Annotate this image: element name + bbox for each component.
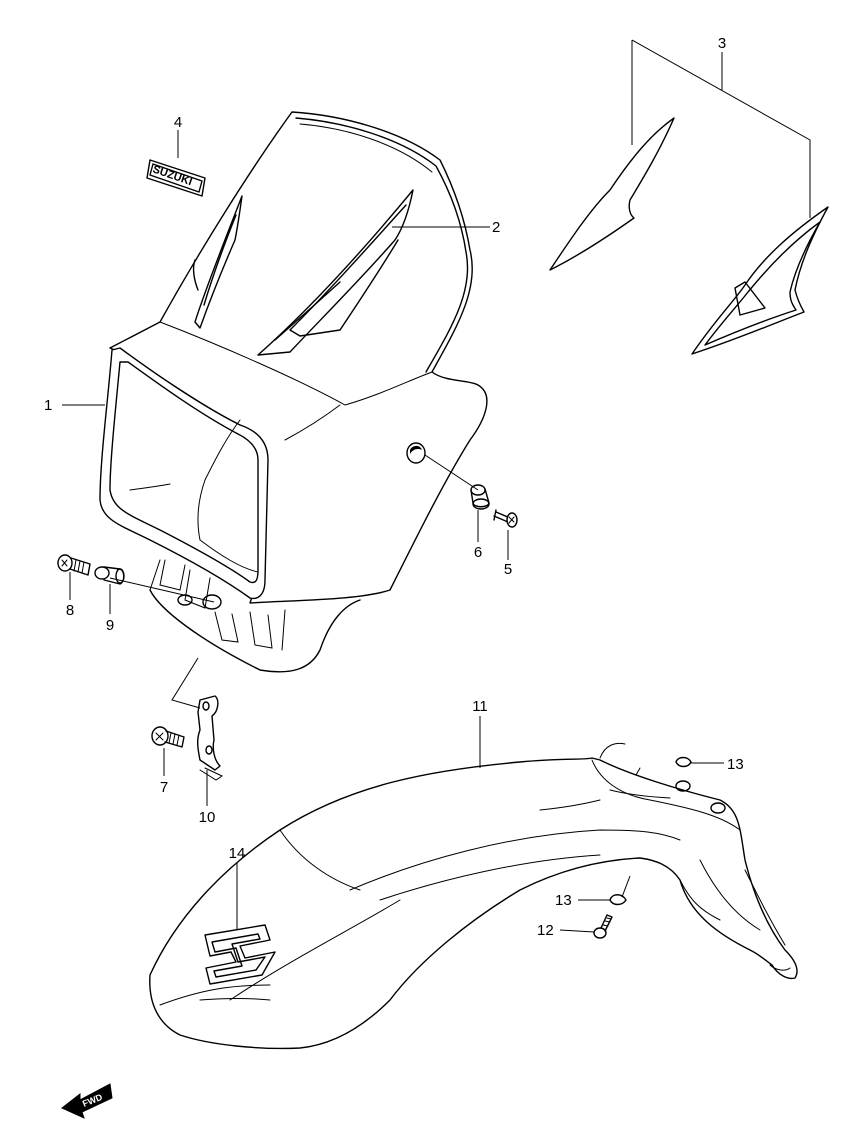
callout-13-lower: 13 xyxy=(555,892,572,909)
bolt-5 xyxy=(493,509,518,528)
callout-2: 2 xyxy=(492,219,500,236)
collar-9 xyxy=(94,566,125,585)
front-fender xyxy=(149,742,798,1050)
suzuki-emblem: SUZUKI xyxy=(146,159,206,197)
callout-5: 5 xyxy=(504,561,512,578)
callout-4: 4 xyxy=(174,114,182,131)
callout-14: 14 xyxy=(229,845,246,862)
callout-9: 9 xyxy=(106,617,114,634)
bolt-7 xyxy=(151,726,185,748)
nut-13-lower xyxy=(609,894,627,906)
callout-12: 12 xyxy=(537,922,554,939)
bracket-10 xyxy=(197,695,224,781)
callout-8: 8 xyxy=(66,602,74,619)
side-decal-set xyxy=(549,117,829,355)
callout-1: 1 xyxy=(44,397,52,414)
screw-12 xyxy=(593,914,613,939)
fwd-arrow-icon: FWD xyxy=(61,1083,113,1119)
callout-labels: 3 4 2 1 6 5 8 9 7 10 11 13 13 12 14 xyxy=(44,35,744,939)
nut-13-upper xyxy=(675,756,692,768)
callout-13-upper: 13 xyxy=(727,756,744,773)
callout-3: 3 xyxy=(718,35,726,52)
spacer-6 xyxy=(470,484,490,510)
callout-6: 6 xyxy=(474,544,482,561)
callout-11: 11 xyxy=(472,698,488,715)
callout-10: 10 xyxy=(199,809,216,826)
callout-7: 7 xyxy=(160,779,168,796)
leader-lines xyxy=(62,39,811,933)
bolt-8 xyxy=(57,554,91,576)
headlight-cowl xyxy=(99,111,488,673)
fender-emblem xyxy=(204,924,276,985)
visor-stripe xyxy=(192,189,414,356)
